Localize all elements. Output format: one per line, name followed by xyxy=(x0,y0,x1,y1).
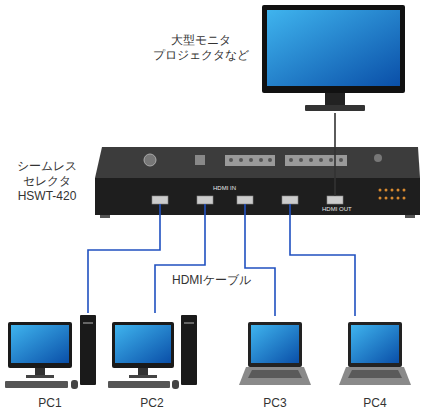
selector-node: シームレス セレクタ HSWT-420 xyxy=(95,147,420,215)
hdmi-ports xyxy=(152,196,343,204)
monitor-screen xyxy=(267,10,400,86)
laptop-pc xyxy=(339,322,411,385)
usb-port xyxy=(195,155,205,165)
port-label: HDMI OUT xyxy=(322,206,352,213)
serial-port xyxy=(144,154,156,166)
hdmi-cable xyxy=(155,215,205,313)
pc-node: PC1 xyxy=(2,313,98,411)
monitor-bezel xyxy=(262,5,405,93)
pc-name: PC2 xyxy=(104,396,200,411)
text-holder: PC2 xyxy=(104,396,200,411)
cable-label: HDMIケーブル xyxy=(172,273,251,288)
desktop-pc xyxy=(108,315,197,389)
hdmi-cable xyxy=(245,215,275,316)
text-holder: PC3 xyxy=(238,396,312,411)
pc-name: PC3 xyxy=(238,396,312,411)
pc-node: PC3 xyxy=(238,316,312,411)
large-monitor xyxy=(262,5,405,111)
device-front xyxy=(95,178,420,215)
pc-node: PC4 xyxy=(338,316,412,411)
monitor-neck xyxy=(325,93,345,105)
label-holder: HDMI IN xyxy=(213,185,236,192)
desktop-pc xyxy=(5,315,96,389)
pc-node: PC2 xyxy=(104,313,200,411)
pc-name: PC1 xyxy=(2,396,98,411)
device-foot xyxy=(405,215,415,218)
device-heading: シームレス セレクタ HSWT-420 xyxy=(7,159,87,204)
text-holder: PC1 xyxy=(2,396,98,411)
device-top xyxy=(95,147,420,178)
pc-name: PC4 xyxy=(338,396,412,411)
selector-device xyxy=(95,147,420,218)
status-leds xyxy=(379,189,406,200)
label-holder: HDMIケーブル xyxy=(172,273,251,288)
text-holder: 大型モニタ プロジェクタなど xyxy=(148,33,254,63)
terminal-block xyxy=(225,155,275,166)
device-heading: 大型モニタ プロジェクタなど xyxy=(148,33,254,63)
laptop-pc xyxy=(239,322,311,385)
text-holder: シームレス セレクタ HSWT-420 xyxy=(7,159,87,204)
terminal-block xyxy=(285,155,347,166)
hdmi-cable xyxy=(88,215,160,313)
power-jack xyxy=(374,154,382,162)
hdmi-out-cable xyxy=(334,113,336,147)
device-foot xyxy=(100,215,110,218)
display-node: 大型モニタ プロジェクタなど xyxy=(262,3,405,113)
port-label: HDMI IN xyxy=(213,185,236,192)
monitor-base xyxy=(305,105,365,111)
label-holder: HDMI OUT xyxy=(322,206,352,213)
text-holder: PC4 xyxy=(338,396,412,411)
terminal-screws xyxy=(229,158,343,162)
hdmi-cable xyxy=(290,215,355,316)
cable-ends xyxy=(160,147,335,215)
